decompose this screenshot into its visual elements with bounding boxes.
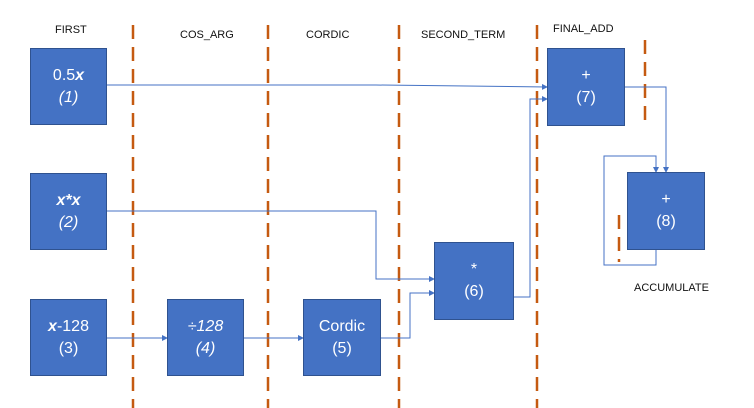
node-5-index: (5) [332, 339, 352, 357]
stage-label-cos-arg: COS_ARG [180, 29, 234, 41]
stage-label-first: FIRST [55, 24, 87, 36]
wire-accumulate-loop [603, 155, 659, 266]
stage-label-second-term: SECOND_TERM [421, 29, 506, 41]
wire-6-to-7 [514, 96, 548, 298]
node-1-op: 0.5x [31, 65, 106, 87]
node-4-op: ÷128 [187, 317, 224, 335]
node-6-op: * [470, 261, 478, 278]
node-2-op: x*x [56, 191, 81, 209]
node-3-op-rest: -128 [56, 317, 89, 335]
node-7-add: + (7) [547, 48, 625, 126]
node-1-op-var: x [75, 66, 85, 84]
wire-2-to-6 [107, 210, 435, 282]
node-1-op-main: 0.5 [52, 66, 76, 84]
node-1-index: (1) [58, 88, 79, 106]
node-5-op: Cordic [318, 317, 366, 335]
wire-7-to-8 [625, 86, 669, 173]
node-8-op: + [661, 191, 671, 208]
node-3-op-var: x [48, 317, 57, 335]
wire-1-to-7-end [375, 83, 548, 90]
wire-5-to-6 [381, 290, 435, 339]
stage-label-cordic: CORDIC [306, 29, 350, 41]
accumulate-label: ACCUMULATE [634, 282, 709, 294]
node-7-index: (7) [576, 89, 596, 106]
node-5-cordic: Cordic (5) [303, 299, 381, 376]
node-4-index: (4) [195, 339, 216, 357]
node-1-half-x: 0.5x (1) [30, 48, 107, 125]
node-3-index: (3) [58, 339, 79, 357]
node-2-x-squared: x*x (2) [30, 173, 107, 250]
node-6-index: (6) [464, 283, 484, 300]
node-4-divide-128: ÷128 (4) [167, 299, 244, 376]
node-8-index: (8) [656, 213, 676, 230]
stage-label-final-add: FINAL_ADD [553, 23, 614, 35]
node-2-index: (2) [58, 213, 79, 231]
node-3-op: x-128 [31, 316, 106, 338]
node-7-op: + [581, 67, 591, 84]
node-3-x-minus-128: x-128 (3) [30, 299, 107, 376]
node-8-accumulate-add: + (8) [627, 172, 705, 250]
node-6-multiply: * (6) [434, 242, 514, 320]
